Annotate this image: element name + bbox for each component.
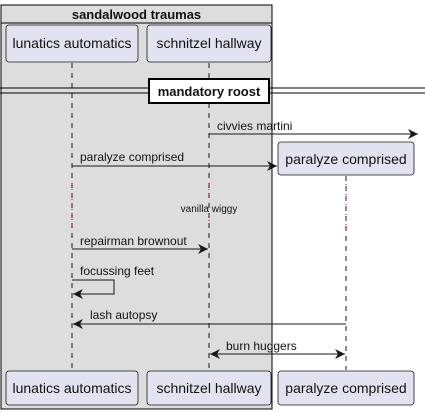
group-frame bbox=[0, 4, 273, 410]
participant-paralyze-bottom: paralyze comprised bbox=[277, 370, 415, 406]
participant-label: paralyze comprised bbox=[285, 380, 406, 396]
divider-label: mandatory roost bbox=[158, 84, 261, 99]
message-civvies-martini: civvies martini bbox=[209, 119, 418, 139]
participant-schnitzel-bottom: schnitzel hallway bbox=[146, 370, 272, 406]
participant-paralyze-created: paralyze comprised bbox=[277, 141, 415, 176]
message-arrow-self bbox=[72, 279, 115, 299]
message-label: civvies martini bbox=[217, 119, 292, 133]
message-repairman-brownout: repairman brownout bbox=[72, 234, 208, 254]
participant-lunatics-top: lunatics automatics bbox=[5, 24, 139, 63]
message-label: paralyze comprised bbox=[80, 150, 184, 164]
delay-label: vanilla wiggy bbox=[181, 204, 238, 215]
participant-label: lunatics automatics bbox=[12, 35, 131, 51]
participant-label: paralyze comprised bbox=[285, 151, 406, 167]
message-label: repairman brownout bbox=[80, 234, 187, 248]
participant-lunatics-bottom: lunatics automatics bbox=[5, 370, 139, 406]
participant-schnitzel-top: schnitzel hallway bbox=[146, 24, 272, 63]
message-label: focussing feet bbox=[80, 264, 155, 278]
participant-label: lunatics automatics bbox=[12, 380, 131, 396]
message-lash-autopsy: lash autopsy bbox=[73, 308, 346, 329]
message-label: burn huggers bbox=[226, 339, 297, 353]
message-label: lash autopsy bbox=[90, 308, 157, 322]
message-burn-huggers: burn huggers bbox=[210, 339, 345, 359]
message-focussing-feet: focussing feet bbox=[72, 264, 155, 299]
message-paralyze-comprised: paralyze comprised bbox=[72, 150, 277, 171]
group-title: sandalwood traumas bbox=[72, 7, 201, 22]
participant-label: schnitzel hallway bbox=[156, 380, 261, 396]
divider: mandatory roost bbox=[0, 78, 425, 104]
group-box: sandalwood traumas bbox=[0, 4, 273, 410]
participant-label: schnitzel hallway bbox=[156, 35, 261, 51]
